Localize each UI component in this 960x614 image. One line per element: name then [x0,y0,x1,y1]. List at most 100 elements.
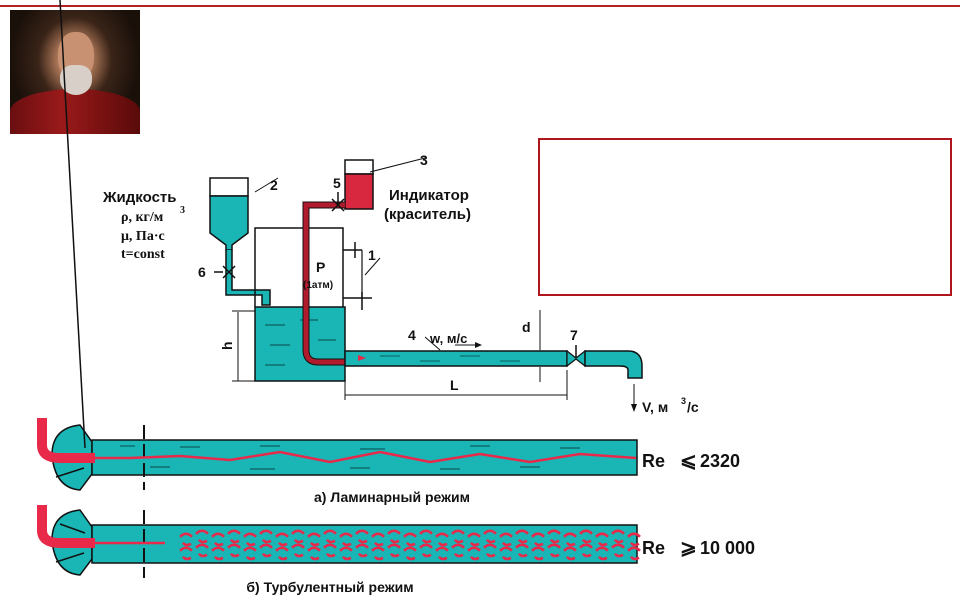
pressure-label: P [316,259,325,275]
pressure-unit-label: (1атм) [303,280,333,291]
turbulent-eddy [563,546,577,561]
turbulent-eddy [563,532,577,547]
turbulent-eddy [451,529,465,544]
turbulent-eddy [227,543,241,558]
dimension-arrows [475,342,637,412]
turbulent-eddy [275,532,289,547]
turbulent-eddy [323,529,337,544]
number-6: 6 [198,264,206,280]
turbulent-eddy [403,532,417,547]
turbulent-eddy [611,543,625,558]
number-1: 1 [368,247,376,263]
turbulent-flow-pipe [37,505,641,578]
turbulent-eddy [435,546,449,561]
turbulent-eddy [243,532,257,547]
turbulent-eddy [195,543,209,558]
turbulent-eddy [627,546,641,561]
liquid-tank-2 [209,177,271,306]
turbulent-eddy [387,543,401,558]
turbulent-eddy [307,546,321,561]
flow-rate-exponent: 3 [681,396,686,406]
turbulent-eddy [355,529,369,544]
turbulent-re-value: 10 000 [700,538,755,558]
number-7: 7 [570,327,578,343]
density-exponent: 3 [180,205,185,216]
indicator-label: Индикатор [389,187,469,204]
turbulent-eddy [371,532,385,547]
turbulent-eddy [595,532,609,547]
dye-label: (краситель) [384,206,471,223]
empty-text-frame [538,138,952,296]
turbulent-eddy [259,543,273,558]
title-divider [0,5,960,7]
turbulent-caption: б) Турбулентный режим [246,579,413,595]
turbulent-eddy [211,532,225,547]
turbulent-re-label: Re [642,538,665,558]
turbulent-eddy [547,543,561,558]
turbulent-eddy [355,543,369,558]
turbulent-eddy [451,543,465,558]
laminar-re-label: Re [642,451,665,471]
turbulent-eddy [467,546,481,561]
turbulent-eddy [611,529,625,544]
turbulent-eddy [323,543,337,558]
turbulent-eddy [179,546,193,561]
turbulent-eddy [259,529,273,544]
velocity-label: w, м/с [429,331,467,346]
turbulent-eddy [547,529,561,544]
main-tank [254,227,372,382]
turbulent-eddy [211,546,225,561]
number-2: 2 [270,177,278,193]
liquid-label: Жидкость [102,189,176,206]
dimension-lines [232,157,635,410]
turbulent-eddy [579,543,593,558]
temperature-label: t=const [121,247,165,262]
reynolds-portrait [10,10,140,134]
turbulent-eddy [195,529,209,544]
turbulent-eddy [339,546,353,561]
number-3: 3 [420,152,428,168]
turbulent-eddy [179,532,193,547]
turbulent-eddy [291,543,305,558]
turbulent-eddy [483,543,497,558]
turbulent-eddy [435,532,449,547]
dye-container-3 [302,159,374,366]
laminar-re-sign: ⩽ [680,450,697,472]
turbulent-eddy [515,529,529,544]
length-L-label: L [450,377,459,393]
turbulent-eddy [579,529,593,544]
turbulent-eddy [403,546,417,561]
turbulent-eddy [483,529,497,544]
viscosity-label: μ, Па·с [121,229,165,244]
density-label: ρ, кг/м [121,210,164,225]
flow-rate-label: V, м [642,399,668,415]
turbulent-eddy [227,529,241,544]
height-h-label: h [219,341,235,350]
turbulent-eddy [291,529,305,544]
turbulent-eddy [419,543,433,558]
turbulent-re-sign: ⩾ [680,537,697,559]
flow-rate-unit: /с [687,399,699,415]
number-4: 4 [408,327,416,343]
turbulent-eddy [275,546,289,561]
turbulent-eddy [515,543,529,558]
turbulent-eddy [499,532,513,547]
diameter-d-label: d [522,319,531,335]
turbulent-eddy [371,546,385,561]
laminar-flow-pipe [37,0,638,491]
turbulent-eddy [531,546,545,561]
turbulent-eddy [531,532,545,547]
turbulent-eddy [419,529,433,544]
turbulent-eddy [467,532,481,547]
turbulent-eddy [387,529,401,544]
turbulent-eddy [339,532,353,547]
number-5: 5 [333,175,341,191]
turbulent-eddy [499,546,513,561]
turbulent-eddy [627,532,641,547]
test-pipe-4 [344,345,643,379]
turbulent-eddy [307,532,321,547]
turbulent-eddy [595,546,609,561]
laminar-caption: а) Ламинарный режим [314,489,470,505]
